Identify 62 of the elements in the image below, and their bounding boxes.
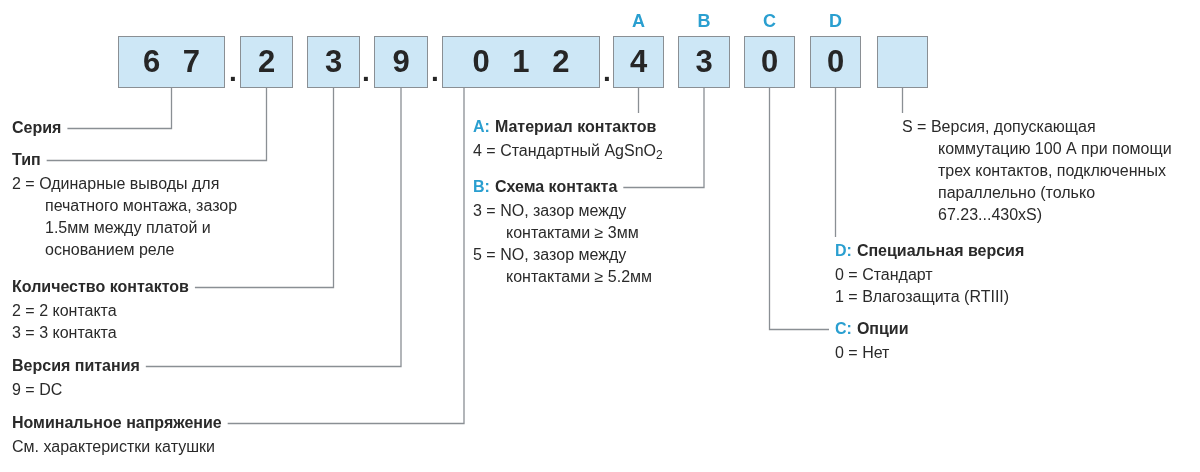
code-digit: 0 1 2 [472,42,570,81]
position-letter: C [763,11,776,31]
separator-dot: . [603,56,611,87]
code-digit: 3 [324,42,343,81]
code-digit-box [118,36,225,88]
position-letter: D [829,11,842,31]
section-heading: Количество контактов [12,278,189,295]
option-description: 9 = DC [12,381,63,398]
option-description: 5 = NO, зазор между контактами ≥ 5.2мм [473,246,653,285]
code-digit-box [613,36,664,88]
code-letter: A: [473,118,490,135]
leader-line [834,87,837,238]
code-digit: 9 [392,42,410,81]
option-description: 3 = 3 контакта [12,324,117,341]
leader-line [66,87,173,130]
code-digit-box [678,36,730,88]
option-description: 2 = Одинарные выводы для печатного монтажа, зазор 1.5мм между платой и основанием реле [12,175,238,258]
position-letter: B [697,11,711,31]
code-digit: 0 [760,42,779,81]
section-heading: Тип [12,151,41,168]
option-description: 0 = Нет [835,344,890,361]
option-description: 0 = Стандарт [835,266,933,283]
leader-line [194,87,335,289]
leader-line [46,87,268,162]
separator-dot: . [229,56,237,87]
option-description: 3 = NO, зазор между контактами ≥ 3мм [473,202,639,241]
code-digit-box [810,36,861,88]
section-heading: Номинальное напряжение [12,414,222,431]
code-digit-box [240,36,293,88]
leader-line [145,87,402,368]
code-digit-box [442,36,600,88]
code-digit: 6 7 [142,42,201,81]
leader-line [901,87,904,114]
section-heading: Материал контактов [494,118,657,135]
code-letter: D: [835,242,852,259]
section-heading: Схема контакта [494,178,618,195]
code-digit-box [877,36,928,88]
option-description: 2 = 2 контакта [12,302,117,319]
code-digit: 0 [826,42,845,81]
section-heading: Специальная версия [856,242,1025,259]
code-digit-box [744,36,795,88]
position-letter: A [632,11,645,31]
code-digit: 4 [629,42,648,81]
option-description: S = Версия, допускающая коммутацию 100 А при помощи трех контактов, подключенных параллельно (только 67.23...430xS) [902,118,1172,223]
section-heading: Серия [12,119,62,136]
separator-dot: . [362,56,370,87]
option-description: См. характеристки катушки [12,438,215,455]
code-digit-box [374,36,428,88]
leader-line [227,87,465,425]
section-heading: Версия питания [12,357,140,374]
code-letter: C: [835,320,852,337]
section-heading: Опции [856,320,909,337]
option-description: 1 = Влагозащита (RTIII) [835,288,1010,305]
code-digit-box [307,36,360,88]
option-description: 4 = Стандартный AgSnO$_{2}$ [473,142,663,159]
separator-dot: . [431,56,439,87]
leader-line [768,87,830,331]
code-letter: B: [473,178,490,195]
code-digit: 3 [695,42,713,81]
leader-line [622,87,705,189]
code-digit: 2 [257,42,276,81]
leader-line [637,87,640,114]
